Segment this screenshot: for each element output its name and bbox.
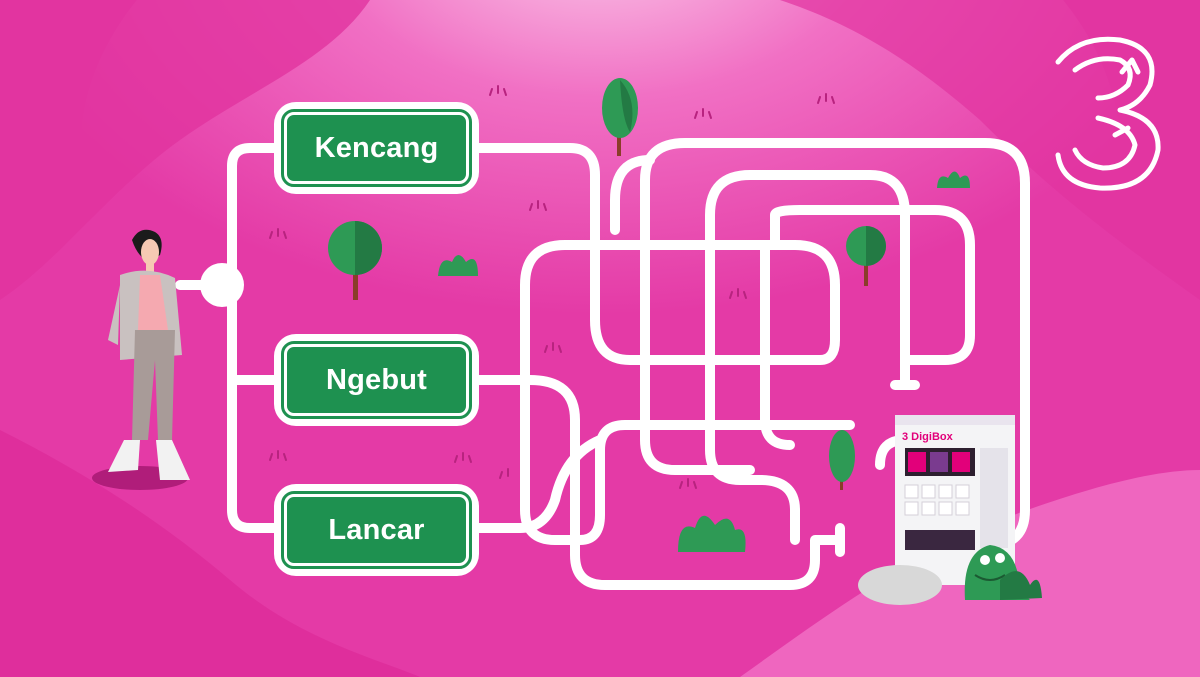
bush-icon [678, 515, 746, 552]
sign-lancar[interactable]: Lancar [274, 484, 479, 576]
bush-icon [937, 171, 970, 188]
rock [858, 565, 942, 605]
sign-ngebut[interactable]: Ngebut [274, 334, 479, 426]
tree-icon [328, 221, 382, 300]
woman-character [92, 229, 190, 490]
tree-icon [602, 78, 638, 156]
bush-icon [438, 255, 478, 276]
grass-marks [269, 85, 835, 489]
sign-label: Ngebut [281, 341, 472, 419]
three-logo [1055, 36, 1161, 191]
start-junction [200, 263, 244, 307]
tree-icon [846, 226, 886, 286]
sign-kencang[interactable]: Kencang [274, 102, 479, 194]
monster-mascot [964, 545, 1042, 600]
digibox-device: 3 DigiBox [895, 415, 1015, 585]
tree-icon [829, 430, 855, 490]
sign-label: Lancar [281, 491, 472, 569]
svg-text:3 DigiBox: 3 DigiBox [902, 431, 954, 443]
sign-label: Kencang [281, 109, 472, 187]
